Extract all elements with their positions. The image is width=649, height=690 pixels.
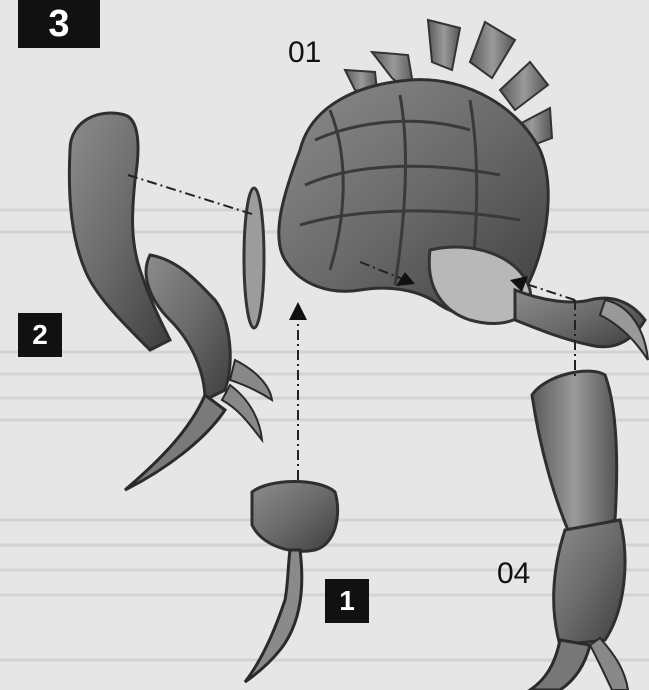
callout-2-badge: 2 <box>18 313 62 357</box>
step-number-badge: 3 <box>18 0 100 48</box>
callout-1-label: 1 <box>339 585 355 617</box>
tail-part-1 <box>245 482 338 683</box>
step-number: 3 <box>48 3 69 46</box>
callout-2-label: 2 <box>32 319 48 351</box>
right-claw-part <box>515 290 648 360</box>
left-arm-part <box>69 113 272 490</box>
right-arm-part-04 <box>530 371 628 690</box>
part-code-01: 01 <box>288 36 321 70</box>
part-code-04: 04 <box>497 557 530 591</box>
callout-1-badge: 1 <box>325 579 369 623</box>
